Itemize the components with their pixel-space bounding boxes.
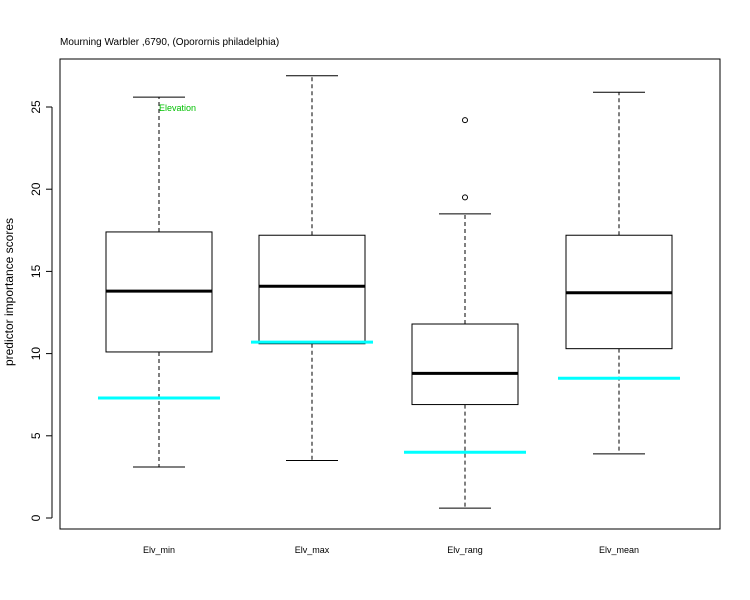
y-axis-label: predictor importance scores [2,218,16,366]
x-axis-labels: Elv_min Elv_max Elv_rang Elv_mean [143,545,639,555]
iqr-box [411,323,519,406]
x-category-label: Elv_max [295,545,330,555]
y-tick-label: 25 [29,100,43,114]
chart-title: Mourning Warbler ,6790, (Oporornis phila… [60,37,279,48]
y-tick-label: 5 [29,432,43,439]
outlier-point [462,194,468,201]
box-elv-max [251,75,373,461]
y-tick-label: 0 [29,514,43,521]
boxes-group [98,75,680,509]
x-category-label: Elv_min [143,545,175,555]
y-axis: 0 5 10 15 20 25 [29,100,53,521]
x-category-label: Elv_mean [599,545,639,555]
iqr-box [258,234,366,345]
annotation-elevation: Elevation [159,103,196,113]
box-elv-mean [558,91,680,455]
y-tick-label: 20 [29,182,43,196]
outlier-point [462,117,468,124]
y-tick-label: 10 [29,347,43,361]
box-elv-min [98,96,220,468]
x-category-label: Elv_rang [447,545,483,555]
y-tick-label: 15 [29,264,43,278]
box-elv-rang [404,117,526,509]
plot-frame [59,58,721,530]
